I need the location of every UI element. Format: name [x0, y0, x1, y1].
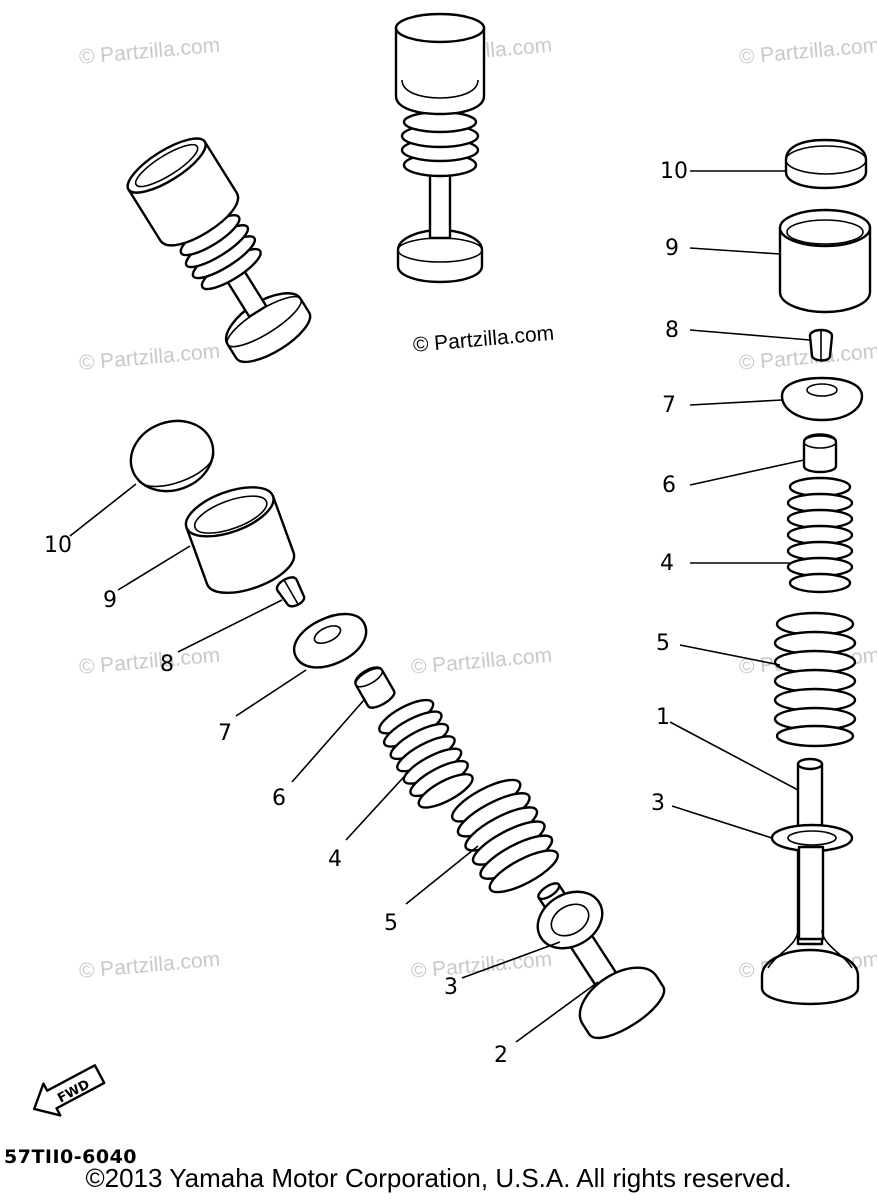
callout-label-right: 9 — [665, 236, 679, 261]
callout-label-left: 7 — [218, 721, 232, 746]
left-exploded-stack — [129, 419, 666, 1039]
callout-label-right: 10 — [660, 159, 688, 184]
callout-label-right: 5 — [656, 631, 670, 656]
fwd-arrow-icon: FWD — [33, 1064, 106, 1117]
callout-label-left: 9 — [103, 588, 117, 613]
left-leader-lines — [69, 483, 599, 1043]
diagram-code: 57TII0-6040 — [4, 1146, 138, 1168]
callout-label-right: 7 — [662, 393, 676, 418]
copyright-footer: ©2013 Yamaha Motor Corporation, U.S.A. A… — [85, 1163, 792, 1193]
callout-label-left: 10 — [44, 533, 72, 558]
callout-label-left: 6 — [272, 786, 286, 811]
assembled-valve-top-left — [126, 137, 312, 363]
callout-label-left: 4 — [328, 847, 342, 872]
callout-label-left: 3 — [444, 975, 458, 1000]
callout-label-left: 8 — [160, 652, 174, 677]
assembled-valve-top-center — [394, 12, 486, 284]
right-exploded-stack — [760, 138, 872, 1006]
callout-label-left: 2 — [494, 1043, 508, 1068]
right-leader-lines — [669, 170, 811, 839]
callout-label-right: 4 — [660, 551, 674, 576]
callout-label-right: 6 — [662, 473, 676, 498]
callout-label-right: 1 — [656, 705, 670, 730]
callout-label-right: 8 — [665, 318, 679, 343]
callout-label-left: 5 — [384, 911, 398, 936]
callout-label-right: 3 — [651, 791, 665, 816]
